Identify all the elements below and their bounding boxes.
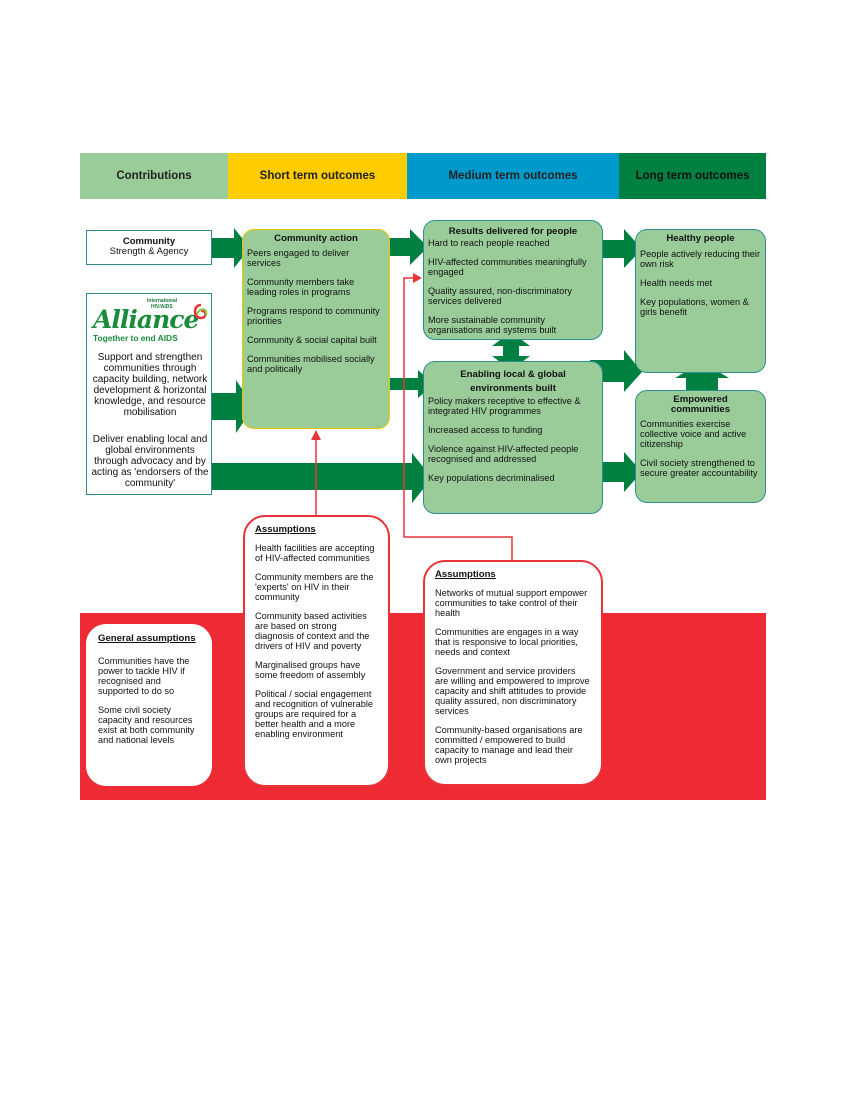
healthy-people-box: Healthy people People actively reducing … (635, 229, 766, 373)
empowered-box: Empowered communities Communities exerci… (635, 390, 766, 503)
arrow-enabling-to-empowered (590, 452, 642, 492)
arrow-empowered-to-healthy (675, 362, 729, 392)
assumption-item: Community-based organisations are commit… (435, 725, 583, 765)
enabling-item: Violence against HIV-affected people rec… (428, 444, 579, 464)
assumptions-medium-box: Assumptions Networks of mutual support e… (423, 560, 603, 786)
alliance-logo: International HIV/AIDS Alliance (91, 296, 211, 334)
results-item: Quality assured, non-discriminatory serv… (428, 286, 572, 306)
assumption-item: Marginalised groups have some freedom of… (255, 660, 366, 680)
assumptions-short-box: Assumptions Health facilities are accept… (243, 515, 390, 787)
alliance-swirl-icon (193, 303, 208, 320)
assumption-item: Government and service providers are wil… (435, 666, 590, 716)
header-long-term: Long term outcomes (619, 153, 766, 199)
arrow-support-to-action (202, 380, 254, 433)
assumption-item: Political / social engagement and recogn… (255, 689, 373, 739)
empowered-item: Civil society strengthened to secure gre… (640, 458, 758, 478)
header-medium-term: Medium term outcomes (407, 153, 619, 199)
healthy-item: People actively reducing their own risk (640, 249, 761, 269)
healthy-people-title: Healthy people (666, 233, 735, 244)
alliance-support-text: Support and strengthen communities throu… (92, 352, 208, 418)
results-item: Hard to reach people reached (428, 238, 550, 248)
alliance-box: International HIV/AIDS Alliance Together… (86, 293, 212, 495)
arrow-action-to-results (379, 229, 428, 265)
alliance-logo-small2: HIV/AIDS (151, 304, 173, 310)
general-assumption-item: Some civil society capacity and resource… (98, 705, 195, 745)
community-action-item: Peers engaged to deliver services (247, 248, 350, 268)
assumptions-medium-title: Assumptions (435, 569, 496, 580)
healthy-item: Health needs met (640, 278, 713, 288)
results-title: Results delivered for people (448, 226, 578, 237)
enabling-box: Enabling local & global environments bui… (423, 361, 603, 514)
enabling-item: Policy makers receptive to effective & i… (428, 396, 581, 416)
alliance-logo-small1: International (147, 298, 178, 304)
results-item: More sustainable community organisations… (428, 315, 557, 335)
assumptions-short-title: Assumptions (255, 524, 316, 535)
community-action-item: Community & social capital built (247, 335, 377, 345)
community-action-box: Community action Peers engaged to delive… (242, 229, 390, 429)
empowered-title: Empowered communities (670, 394, 731, 415)
header-short-term: Short term outcomes (228, 153, 407, 199)
community-action-title: Community action (274, 233, 358, 244)
arrow-strength-to-action (212, 228, 250, 268)
results-item: HIV-affected communities meaningfully en… (428, 257, 587, 277)
assumption-item: Communities are engages in a way that is… (435, 627, 579, 657)
empowered-item: Communities exercise collective voice an… (640, 419, 747, 449)
arrow-enabling-to-healthy (590, 350, 642, 392)
general-assumption-item: Communities have the power to tackle HIV… (98, 656, 190, 696)
arrow-deliver-to-enabling (210, 453, 432, 503)
community-strength-subtitle: Strength & Agency (109, 246, 189, 257)
community-action-item: Communities mobilised socially and polit… (247, 354, 375, 374)
healthy-item: Key populations, women & girls benefit (640, 297, 749, 317)
assumption-item: Health facilities are accepting of HIV-a… (255, 543, 375, 563)
community-action-item: Programs respond to community priorities (247, 306, 380, 326)
general-assumptions-box: General assumptions Communities have the… (86, 624, 212, 786)
alliance-logo-name: Alliance (93, 305, 199, 334)
alliance-deliver-text: Deliver enabling local and global enviro… (91, 434, 209, 489)
enabling-item: Key populations decriminalised (428, 473, 555, 483)
assumption-item: Community based activities are based on … (255, 611, 370, 651)
arrow-results-to-healthy (590, 229, 642, 268)
community-strength-title: Community (122, 236, 176, 247)
assumption-item: Networks of mutual support empower commu… (435, 588, 588, 618)
header-contributions: Contributions (80, 153, 228, 199)
general-assumptions-title: General assumptions (98, 633, 196, 644)
community-action-item: Community members take leading roles in … (247, 277, 355, 297)
assumption-item: Community members are the 'experts' on H… (255, 572, 374, 602)
community-action-list: Peers engaged to deliver services Commun… (247, 248, 385, 374)
community-strength-box: Community Strength & Agency (86, 230, 212, 265)
alliance-tagline: Together to end AIDS (93, 333, 178, 343)
enabling-title: Enabling local & global environments bui… (460, 369, 566, 394)
results-box: Results delivered for people Hard to rea… (423, 220, 603, 340)
enabling-item: Increased access to funding (428, 425, 543, 435)
